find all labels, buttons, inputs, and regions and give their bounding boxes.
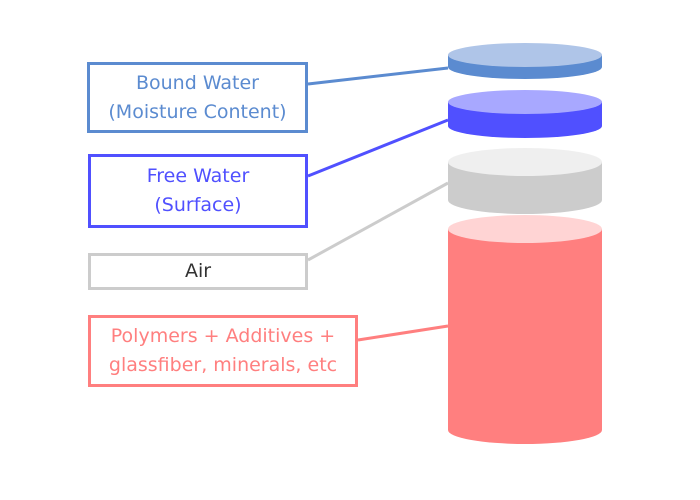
cylinder-bound-water <box>448 43 602 79</box>
cylinder-polymers <box>448 215 602 444</box>
label-bound-water-line-1: Bound Water <box>135 71 259 94</box>
label-air: Air <box>88 253 308 290</box>
label-polymers-line-2: glassfiber, minerals, etc <box>108 354 338 376</box>
label-polymers-line-1: Polymers + Additives + <box>110 325 336 347</box>
connector-bound-water <box>307 66 449 86</box>
label-free-water: Free Water (Surface) <box>88 154 308 228</box>
connector-polymers <box>357 324 449 342</box>
cylinder-bound-water-top <box>448 43 602 67</box>
label-free-water-line-2: (Surface) <box>154 194 242 216</box>
label-bound-water: Bound Water (Moisture Content) <box>87 62 308 133</box>
label-bound-water-line-2: (Moisture Content) <box>108 100 287 123</box>
cylinder-free-water <box>448 90 602 138</box>
cylinder-free-water-top <box>448 90 602 114</box>
cylinder-air-top <box>448 148 602 176</box>
label-free-water-line-1: Free Water <box>146 165 250 187</box>
label-polymers: Polymers + Additives + glassfiber, miner… <box>88 315 358 387</box>
label-air-line-1: Air <box>184 260 212 282</box>
connector-air <box>307 181 449 262</box>
cylinder-air <box>448 148 602 214</box>
cylinder-polymers-side <box>448 229 602 444</box>
cylinder-polymers-top <box>448 215 602 243</box>
cylinder-air-side <box>448 162 602 214</box>
connector-free-water <box>307 118 449 178</box>
